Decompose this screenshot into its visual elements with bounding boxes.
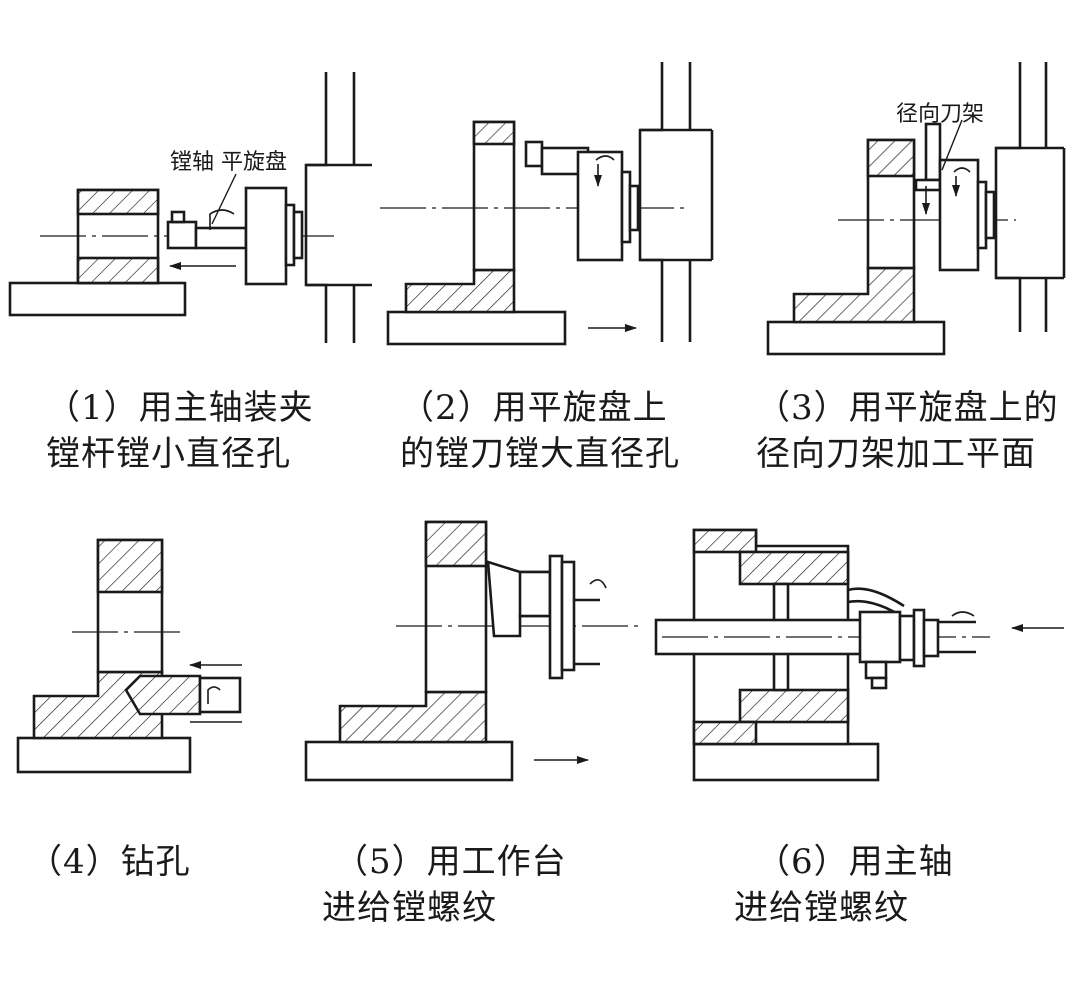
caption-2-line-1: （2）用平旋盘上	[400, 388, 668, 428]
thread-cutter	[858, 610, 902, 664]
rotation-arrow	[209, 209, 235, 230]
faceplate-flange	[984, 190, 996, 240]
fixture-column-section	[866, 138, 916, 178]
faceplate-flange	[292, 210, 304, 260]
radial-tool-rest	[924, 122, 942, 182]
panel-2-drawing	[380, 62, 714, 346]
worktable	[16, 736, 192, 774]
boring-cutter	[166, 220, 198, 250]
radial-tool-rest-label: 径向刀架	[896, 102, 985, 127]
headstock-outline	[304, 72, 328, 343]
rotation-arrow	[951, 611, 975, 617]
rotation-arrow	[207, 686, 221, 704]
cutter-tip	[170, 210, 186, 224]
fixture-base	[338, 690, 488, 744]
rotation-arrow	[953, 167, 971, 173]
faceplate	[244, 186, 288, 286]
fixture-base	[792, 266, 916, 324]
caption-6-line-1: （6）用主轴	[756, 842, 954, 882]
fixture-section-bottom	[692, 720, 758, 746]
rotation-arrow	[595, 155, 615, 161]
drill-chuck	[198, 676, 242, 714]
faceplate	[938, 158, 980, 272]
headstock-outline	[994, 62, 1022, 332]
caption-5-line-1: （5）用工作台	[334, 842, 567, 882]
tool-bit	[524, 140, 544, 168]
spindle-faceplate-label: 镗轴 平旋盘	[170, 150, 287, 175]
faceplate-flange	[628, 184, 640, 232]
caption-5-line-2: 进给镗螺纹	[322, 888, 497, 928]
fixture-section-lower	[738, 688, 850, 724]
tool-holder-arm	[847, 587, 905, 608]
caption-2-line-2: 的镗刀镗大直径孔	[400, 434, 680, 474]
panel-6-drawing	[654, 528, 1064, 782]
workpiece-section-bottom	[76, 256, 160, 285]
panel-1-drawing	[8, 72, 372, 343]
cutter-nut-tip	[870, 676, 888, 690]
worktable	[386, 310, 567, 346]
fixture-column-section	[472, 120, 516, 146]
caption-3-line-1: （3）用平旋盘上的	[756, 388, 1059, 428]
caption-1-line-2: 镗杆镗小直径孔	[46, 434, 291, 474]
spindle-flange	[898, 614, 916, 662]
rotation-arrow	[589, 579, 607, 589]
caption-1-line-1: （1）用主轴装夹	[46, 388, 314, 428]
boring-bar	[194, 226, 248, 250]
worktable	[304, 740, 514, 782]
spindle-collar	[912, 608, 926, 668]
headstock-outline	[638, 62, 664, 342]
tool-bit	[914, 178, 942, 192]
worktable	[692, 742, 880, 782]
faceplate-rim	[560, 560, 576, 672]
fixture-base	[404, 268, 516, 314]
worktable	[8, 281, 187, 317]
fixture-section-upper	[738, 550, 850, 586]
fixture-column	[472, 120, 516, 272]
panel-5-drawing	[304, 520, 640, 782]
caption-4-line-1: （4）钻孔	[28, 842, 191, 882]
spindle-nut	[922, 618, 940, 658]
caption-3-line-2: 径向刀架加工平面	[756, 434, 1036, 474]
workpiece-section-top	[76, 188, 160, 216]
faceplate	[548, 554, 564, 680]
tool-body	[518, 570, 552, 618]
caption-6-line-2: 进给镗螺纹	[734, 888, 909, 928]
fixture-column-section	[96, 538, 164, 594]
panel-3-drawing	[766, 62, 1066, 356]
faceplate	[576, 150, 624, 262]
fixture-column-section	[424, 520, 488, 568]
cutter-nut	[864, 660, 888, 680]
fixture-section-top	[692, 528, 758, 554]
leader-line	[941, 119, 963, 171]
leader-line	[211, 173, 237, 225]
drill-bit	[124, 674, 202, 716]
worktable	[766, 320, 946, 356]
panel-4-drawing	[16, 538, 242, 774]
